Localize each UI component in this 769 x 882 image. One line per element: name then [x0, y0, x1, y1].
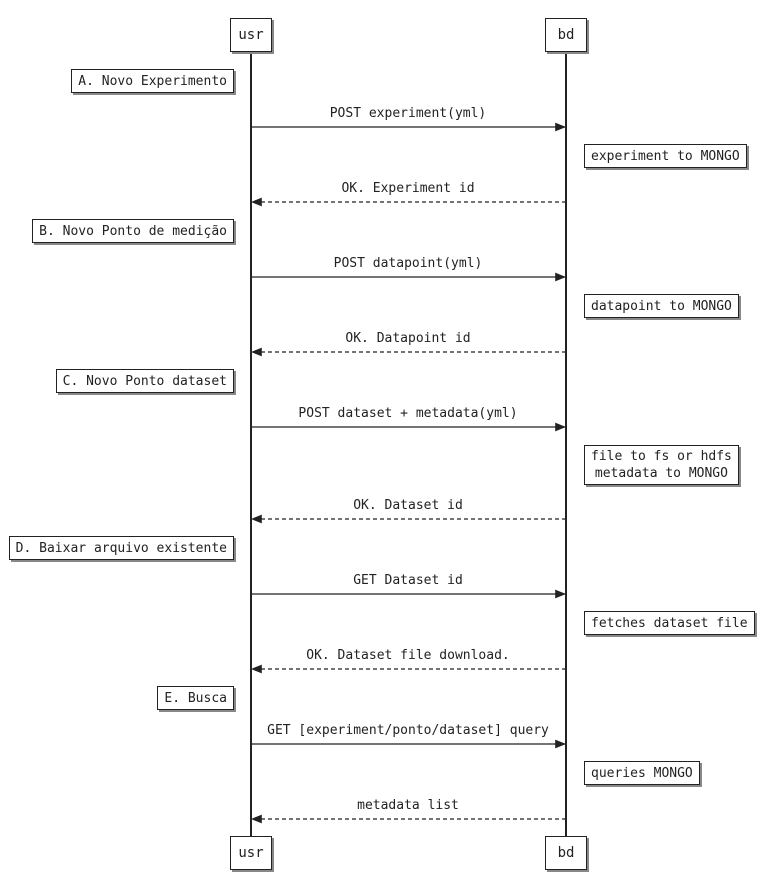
response-label-b: OK. Datapoint id — [345, 331, 471, 346]
section-label-c: C. Novo Ponto dataset — [55, 369, 234, 393]
response-label-a: OK. Experiment id — [341, 181, 475, 196]
bd-note-c: file to fs or hdfs metadata to MONGO — [584, 445, 739, 485]
section-label-d: D. Baixar arquivo existente — [8, 536, 234, 560]
section-label-e: E. Busca — [157, 686, 234, 710]
response-label-c: OK. Dataset id — [353, 498, 463, 513]
participant-usr-top: usr — [230, 18, 272, 52]
response-label-d: OK. Dataset file download. — [306, 648, 510, 663]
bd-note-e: queries MONGO — [584, 761, 700, 785]
participant-bd-top: bd — [545, 18, 587, 52]
response-label-e: metadata list — [357, 798, 459, 813]
request-label-b: POST datapoint(yml) — [333, 256, 483, 271]
bd-note-a: experiment to MONGO — [584, 144, 747, 168]
section-label-a: A. Novo Experimento — [71, 69, 234, 93]
participant-usr-bottom: usr — [230, 836, 272, 870]
bd-note-d: fetches dataset file — [584, 611, 755, 635]
request-label-c: POST dataset + metadata(yml) — [298, 406, 518, 421]
request-label-d: GET Dataset id — [353, 573, 463, 588]
request-label-a: POST experiment(yml) — [329, 106, 487, 121]
participant-bd-bottom: bd — [545, 836, 587, 870]
request-label-e: GET [experiment/ponto/dataset] query — [267, 723, 549, 738]
bd-note-b: datapoint to MONGO — [584, 294, 739, 318]
section-label-b: B. Novo Ponto de medição — [32, 219, 234, 243]
